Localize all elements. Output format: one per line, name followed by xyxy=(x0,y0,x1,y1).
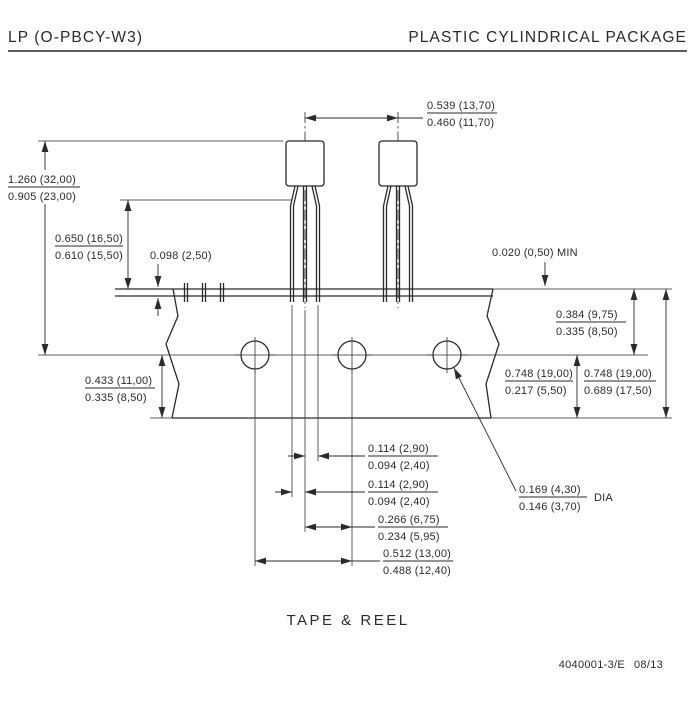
footer: 4040001-3/E 08/13 xyxy=(559,659,663,671)
dim-adhesive-max: 0.748 (19,00) xyxy=(505,368,573,380)
tape-break-right xyxy=(485,288,500,419)
dim-tape-edge-offset: 0.098 (2,50) xyxy=(150,250,212,262)
dim-hole-dia-max: 0.169 (4,30) xyxy=(519,484,581,496)
title-block: LP (O-PBCY-W3) PLASTIC CYLINDRICAL PACKA… xyxy=(8,29,687,52)
dim-lead-protrusion-min: 0.020 (0,50) MIN xyxy=(492,247,578,259)
dim-hole-to-bottom-max: 0.433 (11,00) xyxy=(85,375,152,387)
dim-overall-height-min: 0.905 (23,00) xyxy=(8,191,76,203)
dim-hole-to-bottom-min: 0.335 (8,50) xyxy=(85,392,147,404)
dimension-labels: 0.539 (13,70) 0.460 (11,70) 1.260 (32,00… xyxy=(8,100,656,577)
dim-hole-from-top-max: 0.384 (9,75) xyxy=(556,309,618,321)
package-outline-right xyxy=(378,112,418,308)
dim-component-pitch-max: 0.539 (13,70) xyxy=(427,100,495,112)
document-number: 4040001-3/E xyxy=(559,659,625,671)
dim-hole-dia-suffix: DIA xyxy=(594,492,613,504)
dim-hole-pitch-min: 0.488 (12,40) xyxy=(383,565,451,577)
dim-hole-from-top-min: 0.335 (8,50) xyxy=(556,326,618,338)
dim-lead-spacing-inner-min: 0.094 (2,40) xyxy=(368,496,430,508)
dim-tape-width-max: 0.748 (19,00) xyxy=(584,368,652,380)
package-code: LP (O-PBCY-W3) xyxy=(8,29,143,46)
page-title: PLASTIC CYLINDRICAL PACKAGE xyxy=(408,29,687,46)
dim-lead-spacing-outer-max: 0.114 (2,90) xyxy=(368,443,429,455)
package-outline-left xyxy=(285,112,325,308)
package-body xyxy=(285,140,325,187)
dim-lead-spacing-outer-min: 0.094 (2,40) xyxy=(368,460,430,472)
revision-date: 08/13 xyxy=(634,659,663,671)
dim-adhesive-min: 0.217 (5,50) xyxy=(505,385,567,397)
drawing-caption: TAPE & REEL xyxy=(286,612,409,629)
package-body xyxy=(378,140,418,187)
dim-hole-to-component-min: 0.234 (5,95) xyxy=(378,531,440,543)
dimension-lines xyxy=(41,114,670,565)
dim-hole-to-component-max: 0.266 (6,75) xyxy=(378,514,440,526)
hole-dia-leader xyxy=(453,367,517,492)
tape-break-left xyxy=(165,288,180,419)
carrier-tape xyxy=(38,283,648,419)
dim-hole-pitch-max: 0.512 (13,00) xyxy=(383,548,451,560)
dim-clinch-height-max: 0.650 (16,50) xyxy=(55,233,123,245)
dim-overall-height-max: 1.260 (32,00) xyxy=(8,174,76,186)
dim-clinch-height-min: 0.610 (15,50) xyxy=(55,250,123,262)
dim-component-pitch-min: 0.460 (11,70) xyxy=(427,117,494,129)
dim-lead-spacing-inner-max: 0.114 (2,90) xyxy=(368,479,429,491)
dim-tape-width-min: 0.689 (17,50) xyxy=(584,385,652,397)
dim-hole-dia-min: 0.146 (3,70) xyxy=(519,501,581,513)
